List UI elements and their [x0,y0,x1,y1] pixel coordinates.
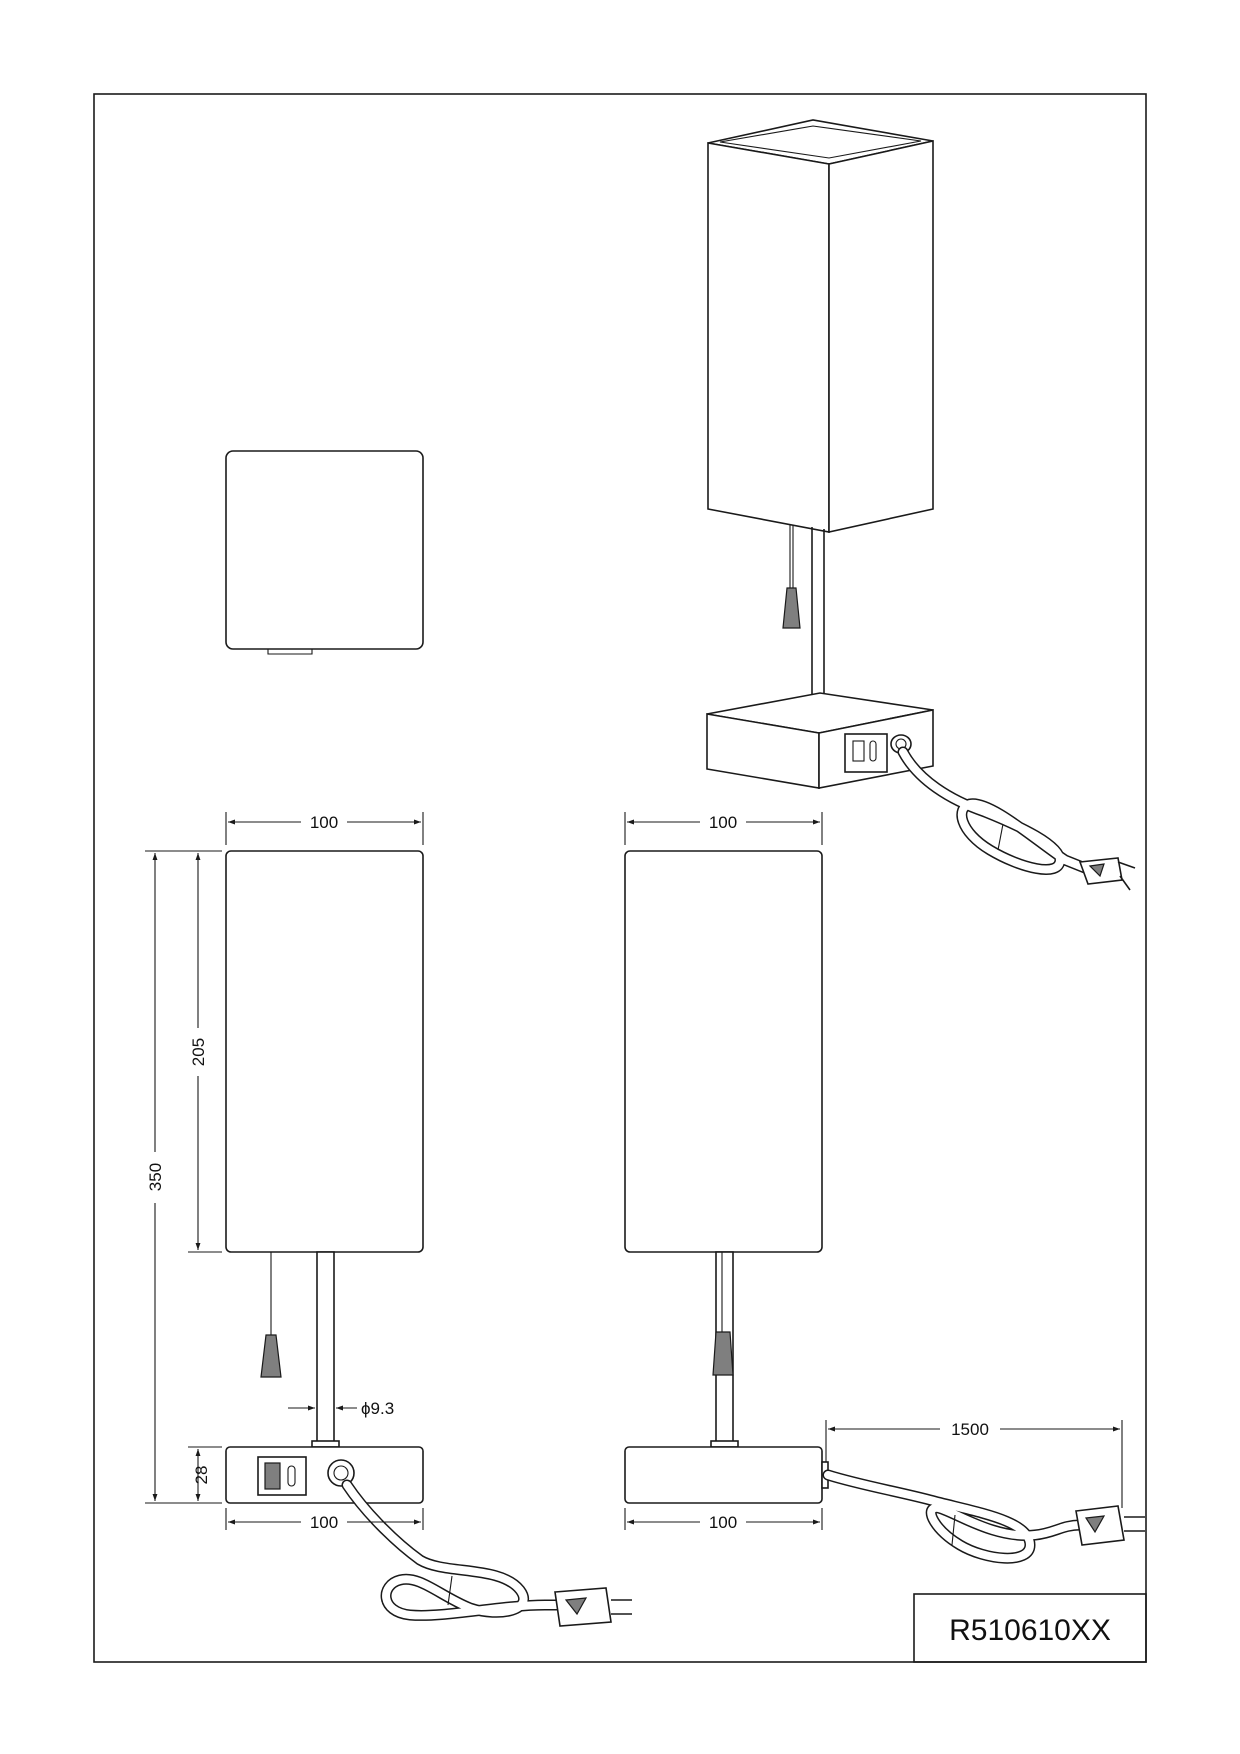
model-code: R510610XX [949,1614,1111,1647]
dim-front-base-width-value: 100 [310,1513,338,1532]
dim-front-base-width: 100 [225,1508,424,1532]
dim-front-width: 100 [225,812,424,845]
top-view [225,450,424,655]
dim-shade-height: 205 [188,853,222,1253]
dim-base-height-value: 28 [192,1466,211,1485]
dim-cord-length-value: 1500 [951,1420,989,1439]
front-view [225,850,632,1627]
drawing-frame [93,93,1147,1663]
dim-side-base-width: 100 [624,1508,823,1532]
dim-stem-diameter: ϕ9.3 [288,1399,394,1418]
dim-shade-height-value: 205 [189,1038,208,1066]
title-block: R510610XX [913,1593,1147,1663]
dim-base-height: 28 [188,1446,222,1501]
dim-side-width-value: 100 [709,813,737,832]
dim-side-base-width-value: 100 [709,1513,737,1532]
dim-total-height-value: 350 [146,1163,165,1191]
dim-front-width-value: 100 [310,813,338,832]
dim-side-width: 100 [624,812,823,845]
side-view [624,850,1145,1564]
dim-stem-diameter-value: ϕ9.3 [361,1399,394,1418]
isometric-view [706,119,1136,891]
dim-cord-length: 1500 [825,1420,1123,1508]
dim-total-height: 350 [145,850,222,1504]
